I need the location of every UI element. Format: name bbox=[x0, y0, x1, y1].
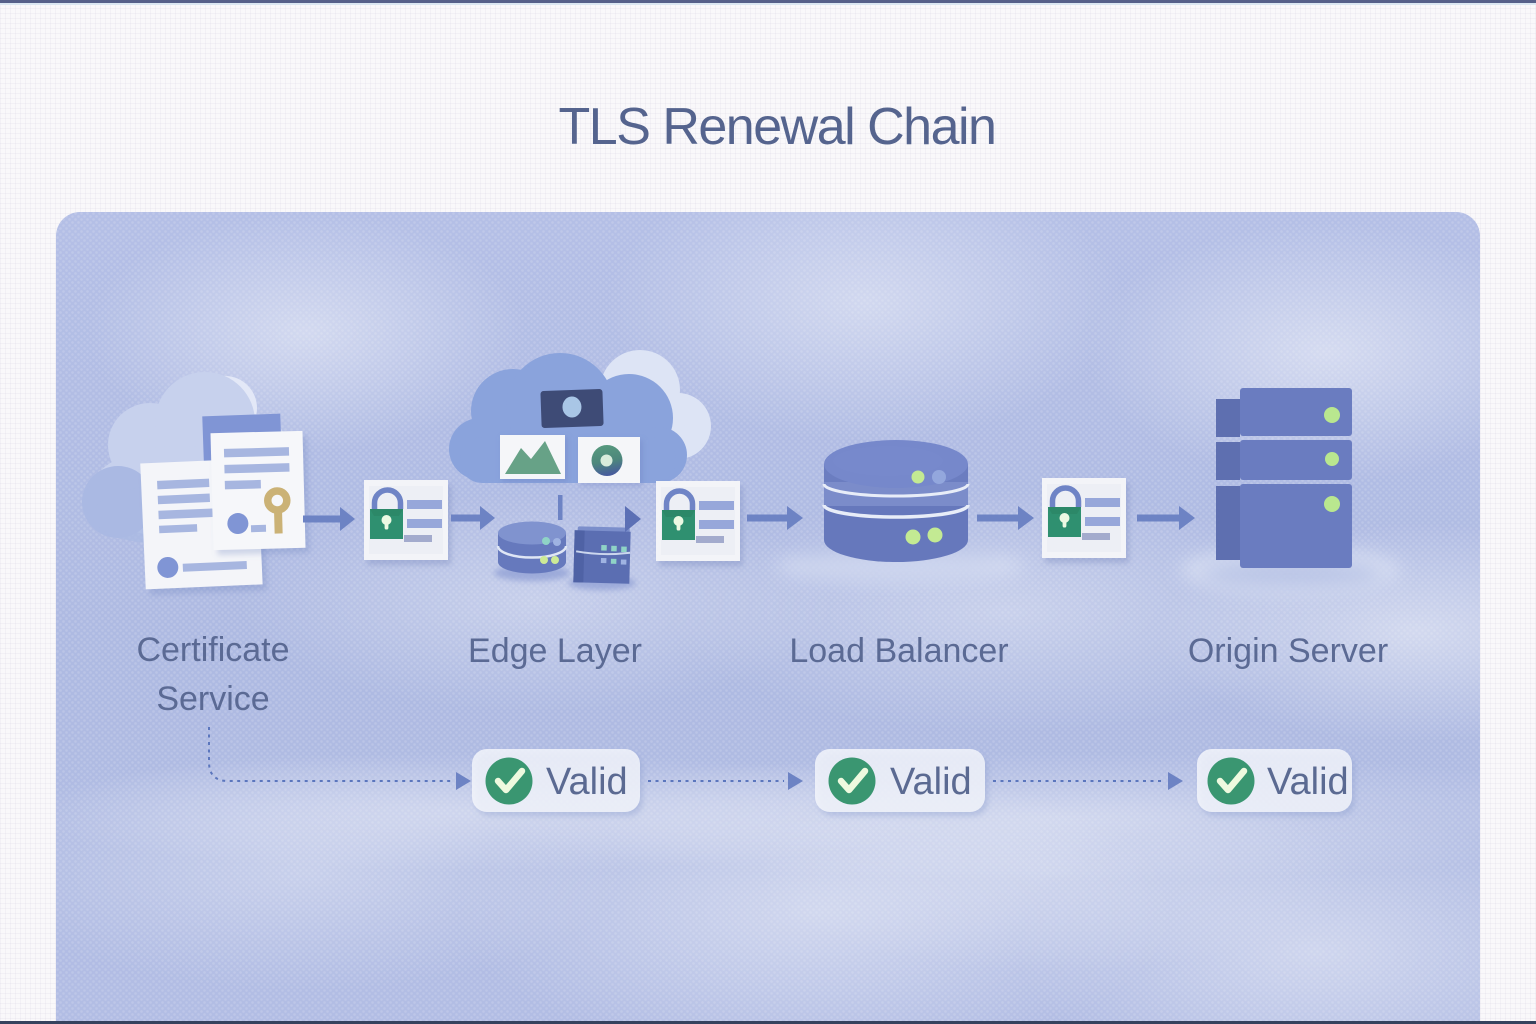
svg-text:Valid: Valid bbox=[1267, 761, 1349, 803]
svg-text:Valid: Valid bbox=[546, 761, 628, 803]
svg-text:Valid: Valid bbox=[890, 761, 972, 803]
svg-text:Service: Service bbox=[156, 680, 269, 718]
svg-text:Load Balancer: Load Balancer bbox=[789, 632, 1008, 670]
svg-text:Edge Layer: Edge Layer bbox=[468, 632, 642, 670]
svg-text:Certificate: Certificate bbox=[136, 631, 289, 669]
svg-text:TLS Renewal Chain: TLS Renewal Chain bbox=[559, 98, 996, 156]
svg-text:Origin Server: Origin Server bbox=[1188, 632, 1388, 670]
